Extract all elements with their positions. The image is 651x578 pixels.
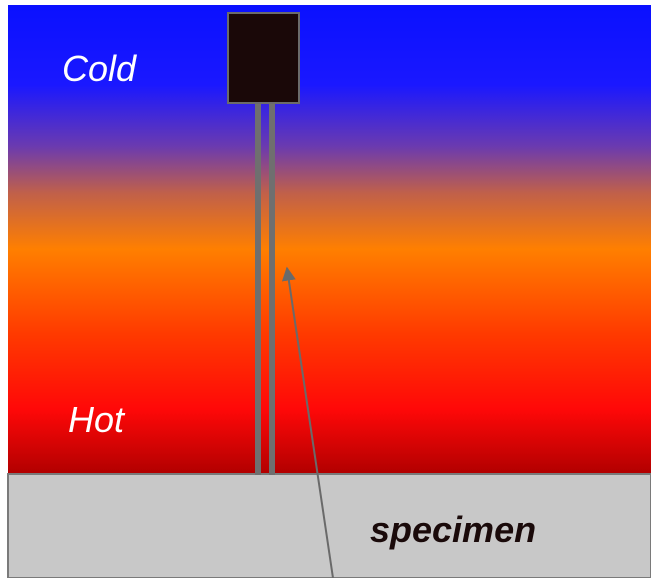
sensor-lead-right	[269, 103, 275, 475]
pointer-arrow	[281, 266, 334, 578]
temperature-gradient-region	[8, 5, 651, 475]
specimen-label: specimen	[370, 509, 536, 550]
hot-label: Hot	[68, 399, 126, 440]
sensor-body	[227, 12, 300, 104]
specimen-block	[7, 473, 651, 578]
cold-label: Cold	[62, 48, 137, 89]
sensor-lead-left	[255, 103, 261, 475]
